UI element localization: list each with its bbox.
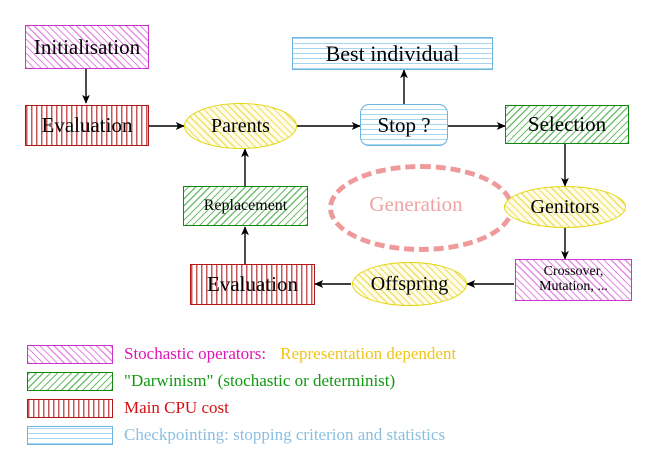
legend-label-checkpointing: Checkpointing: stopping criterion and st… — [124, 425, 446, 444]
node-parents[interactable]: Parents — [184, 103, 297, 149]
node-crossover-mutation-label-line1: Crossover, — [543, 264, 604, 280]
legend-label-darwinism: "Darwinism" (stochastic or determinist) — [124, 371, 396, 390]
node-stop[interactable]: Stop ? — [360, 104, 448, 146]
legend-swatch-checkpointing — [27, 426, 113, 445]
node-evaluation-top-label: Evaluation — [41, 113, 133, 138]
node-stop-label: Stop ? — [377, 112, 431, 137]
node-selection[interactable]: Selection — [505, 105, 629, 144]
legend-swatch-stochastic-operators — [27, 345, 113, 364]
node-parents-label: Parents — [211, 114, 270, 137]
node-crossover-mutation-label-line2: Mutation, ... — [539, 279, 608, 294]
legend-swatch-darwinism — [27, 372, 113, 391]
legend-row-checkpointing: Checkpointing: stopping criterion and st… — [124, 425, 445, 445]
node-genitors-label: Genitors — [530, 195, 600, 218]
node-best-individual-label: Best individual — [325, 40, 460, 66]
node-genitors[interactable]: Genitors — [504, 186, 626, 228]
node-selection-label: Selection — [527, 112, 607, 137]
node-evaluation-top[interactable]: Evaluation — [25, 105, 149, 146]
legend-row-main-cpu-cost: Main CPU cost — [124, 398, 229, 418]
node-replacement[interactable]: Replacement — [183, 186, 308, 226]
node-evaluation-bottom[interactable]: Evaluation — [190, 264, 315, 305]
legend-swatch-main-cpu-cost — [27, 399, 113, 418]
legend-label-stochastic-operators: Stochastic operators: — [124, 344, 267, 363]
legend-label-main-cpu-cost: Main CPU cost — [124, 398, 229, 417]
legend-row-darwinism: "Darwinism" (stochastic or determinist) — [124, 371, 395, 391]
legend-label-representation-dependent: Representation dependent — [280, 344, 457, 363]
node-initialisation[interactable]: Initialisation — [25, 25, 149, 69]
node-crossover-mutation[interactable]: Crossover, Mutation, ... — [515, 259, 632, 301]
generation-label: Generation — [369, 192, 463, 216]
node-offspring[interactable]: Offspring — [352, 262, 467, 306]
node-offspring-label: Offspring — [370, 272, 449, 295]
node-initialisation-label: Initialisation — [33, 34, 141, 59]
node-evaluation-bottom-label: Evaluation — [207, 272, 298, 297]
legend-row-stochastic-operators: Stochastic operators: Representation depe… — [124, 344, 456, 364]
node-best-individual[interactable]: Best individual — [292, 37, 493, 70]
node-replacement-label: Replacement — [203, 196, 288, 214]
